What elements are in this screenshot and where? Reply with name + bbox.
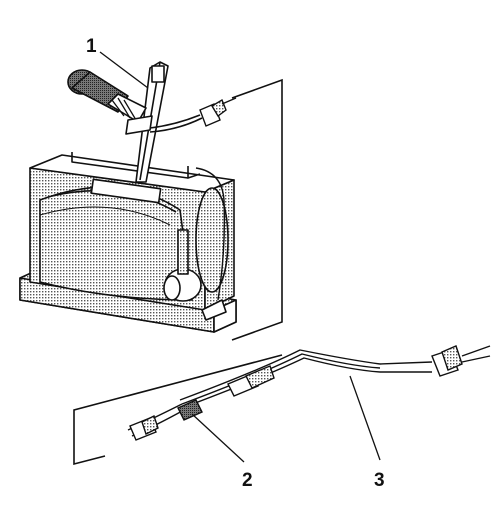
housing-wire	[195, 167, 226, 301]
sensor-connector	[199, 97, 237, 127]
harness-plane	[73, 354, 283, 466]
drum-housing	[39, 186, 193, 301]
leader-line-1	[99, 51, 149, 89]
callout-2: 2	[242, 470, 253, 491]
harness-connector-right	[431, 345, 491, 377]
inline-connector	[227, 365, 275, 397]
leader-lines	[99, 51, 381, 463]
leader-line-2	[191, 413, 245, 463]
splice-clip	[177, 399, 203, 421]
callout-1: 1	[86, 36, 97, 57]
housing-top	[29, 154, 235, 193]
wiring-harness	[127, 349, 433, 437]
harness-connector-left	[129, 415, 159, 441]
callout-3: 3	[374, 470, 385, 491]
leader-line-3	[349, 375, 381, 461]
mounting-plane	[231, 78, 283, 341]
temperature-sensor	[67, 61, 203, 183]
housing-unit	[19, 152, 237, 333]
